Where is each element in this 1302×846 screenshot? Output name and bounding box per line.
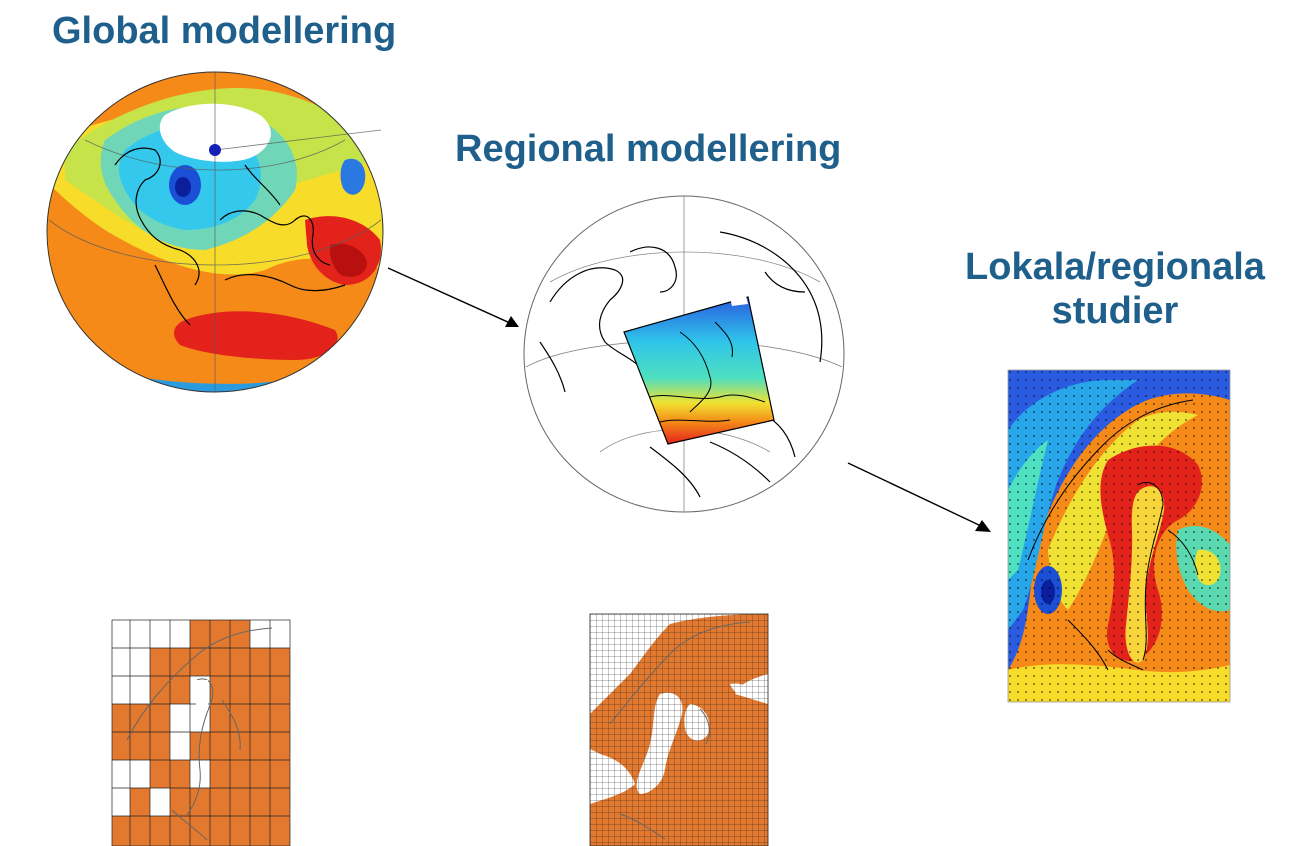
scandinavia-temperature-map-icon (1007, 369, 1231, 703)
arrow-regional-to-local (847, 462, 991, 532)
fine-grid-scandinavia-icon (589, 613, 769, 846)
coarse-grid-scandinavia-icon (111, 619, 291, 846)
regional-globe-europe-domain-icon (523, 195, 845, 513)
title-regional-modelling: Regional modellering (455, 128, 842, 170)
title-local-line-2: studier (1051, 289, 1179, 332)
arrow-global-to-regional (387, 267, 519, 327)
title-local-studies: Lokala/regionala studier (955, 246, 1275, 333)
title-local-line-1: Lokala/regionala (965, 246, 1265, 288)
title-global-modelling: Global modellering (52, 10, 397, 52)
global-globe-temperature-map-icon (46, 71, 384, 393)
